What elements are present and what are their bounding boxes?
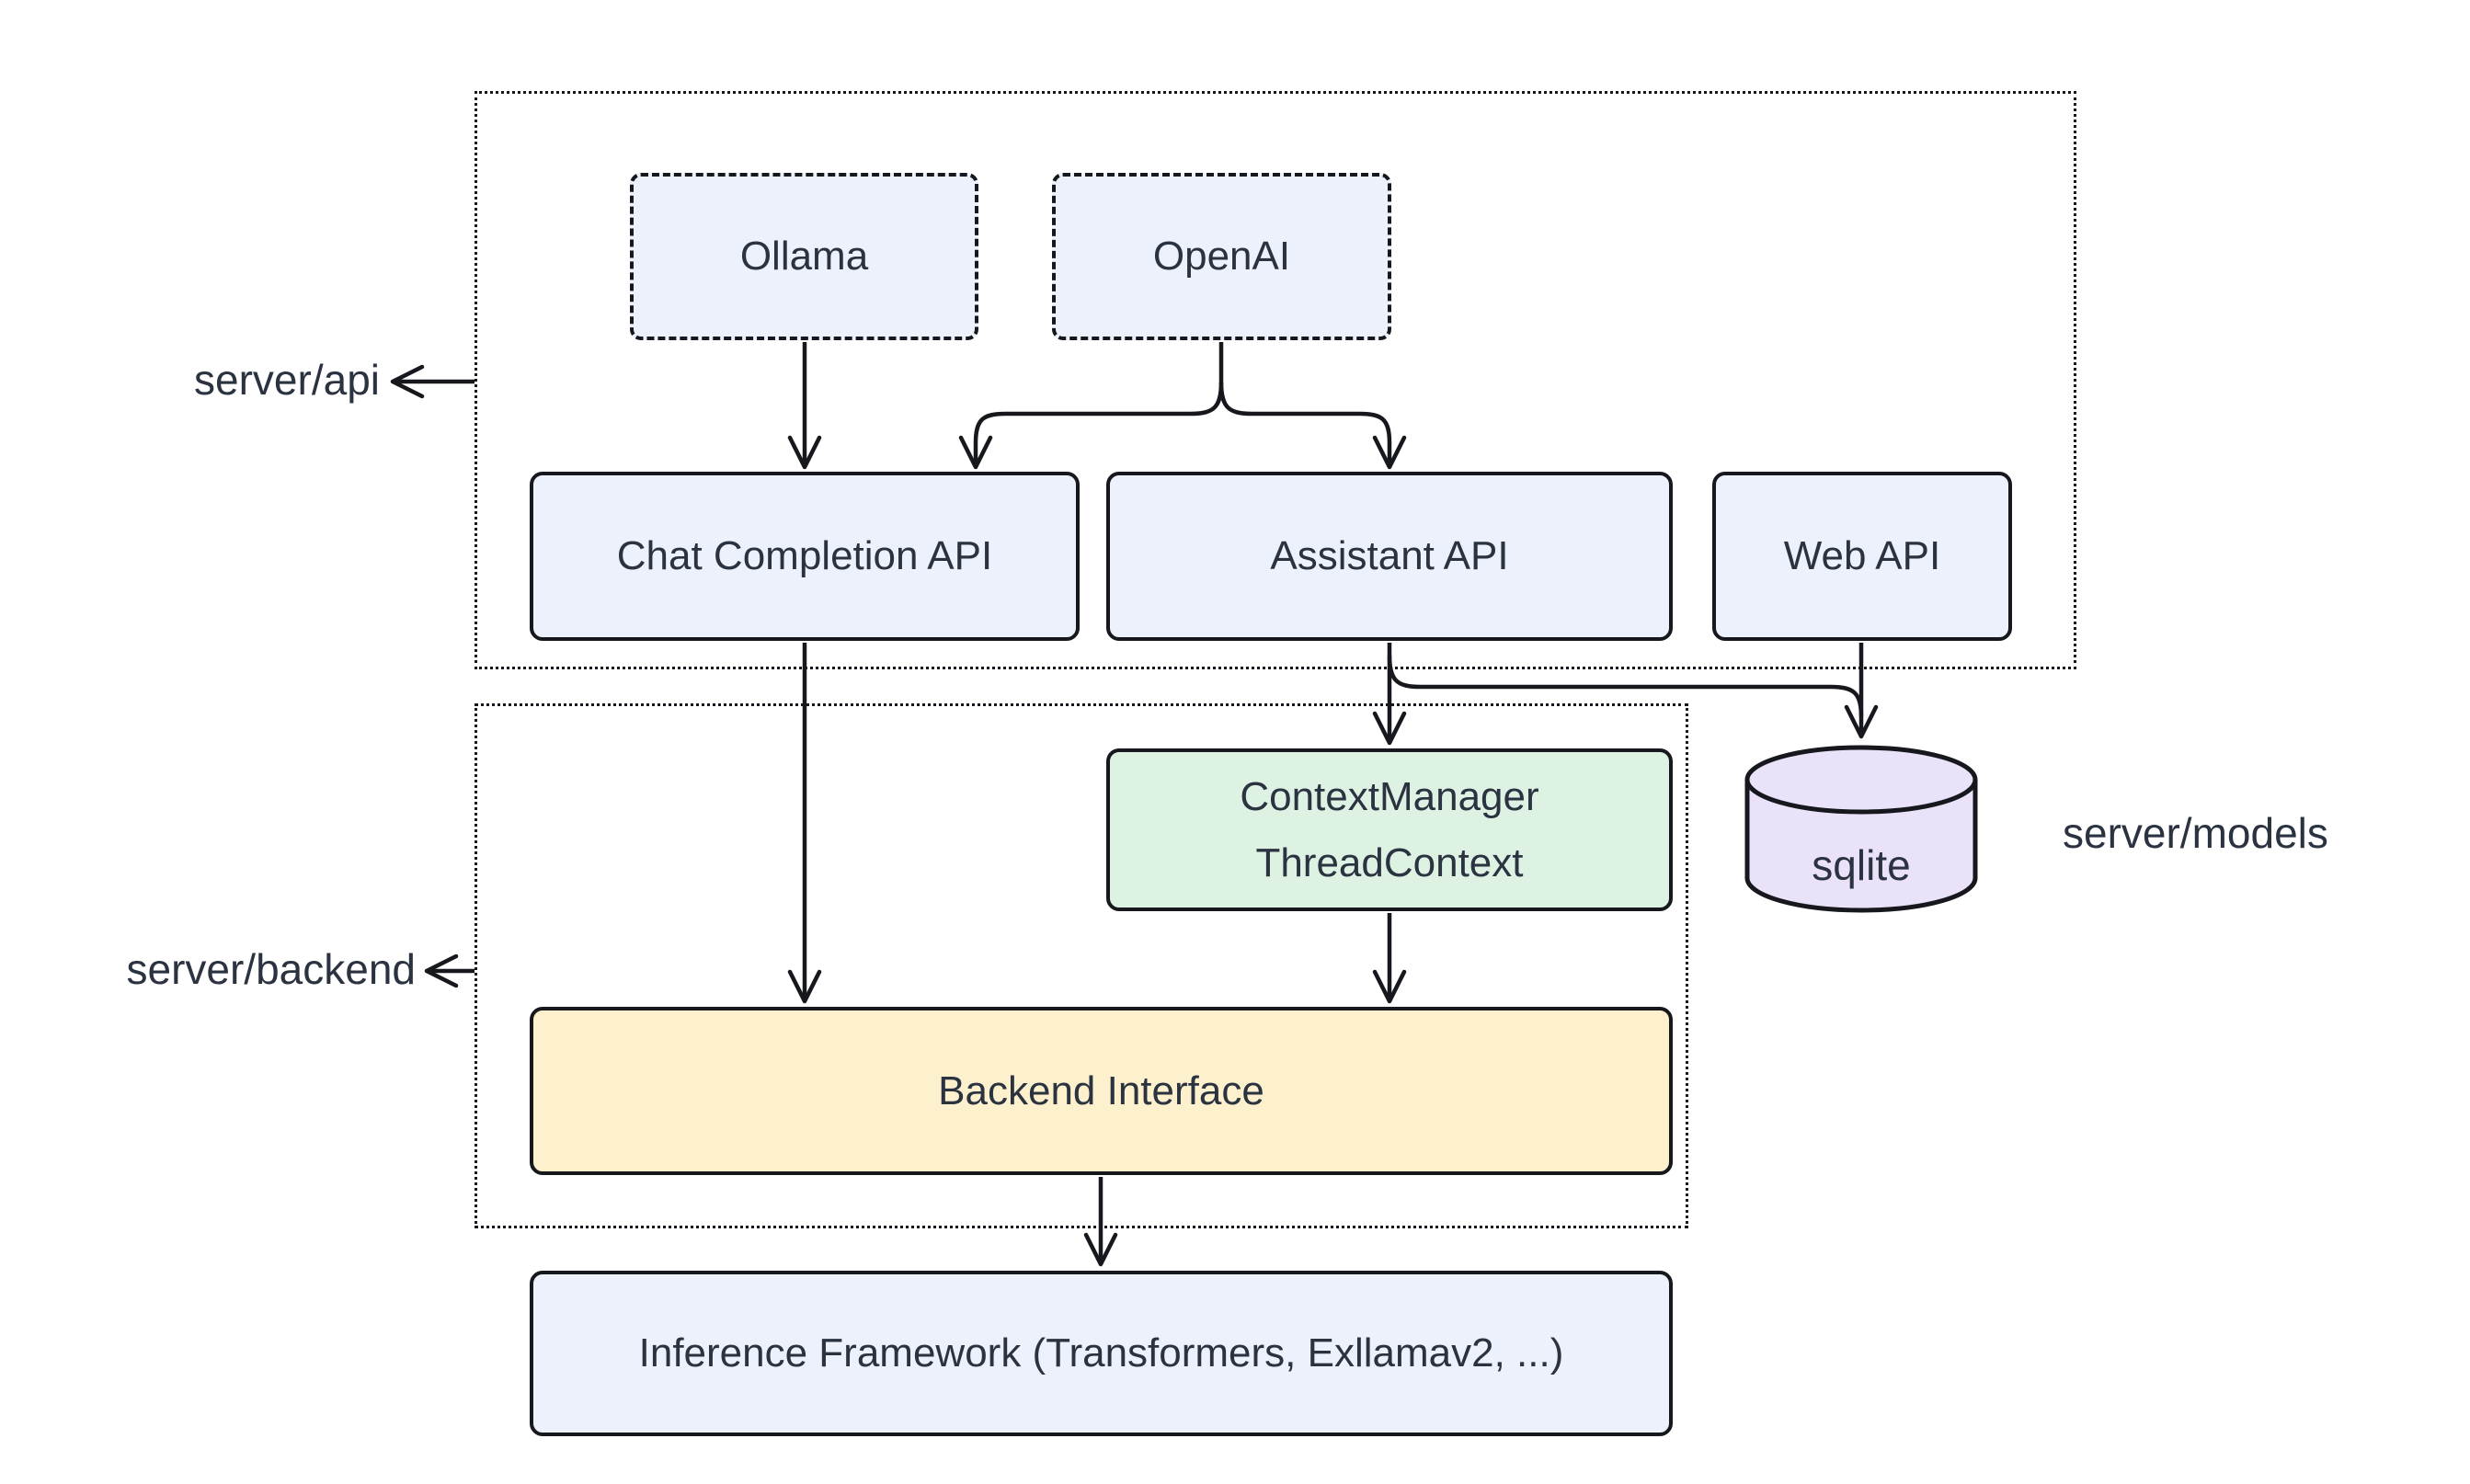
node-sqlite-label: sqlite <box>1812 840 1911 889</box>
node-inference-framework: Inference Framework (Transformers, Exlla… <box>530 1271 1673 1436</box>
node-web-api: Web API <box>1712 472 2012 641</box>
edge-openai-to-chat-completion <box>958 382 1224 470</box>
node-inference-framework-label: Inference Framework (Transformers, Exlla… <box>638 1330 1564 1376</box>
label-server-backend: server/backend <box>126 945 417 993</box>
node-web-api-label: Web API <box>1783 533 1941 579</box>
node-backend-interface-label: Backend Interface <box>938 1067 1264 1113</box>
node-context-manager-line1: ContextManager <box>1240 774 1539 820</box>
node-chat-completion-api-label: Chat Completion API <box>616 533 993 579</box>
node-ollama: Ollama <box>630 173 978 340</box>
label-server-models: server/models <box>2063 809 2328 857</box>
database-cylinder-icon <box>1744 745 1978 913</box>
node-sqlite-database: sqlite <box>1743 743 1980 915</box>
edge-assistant-to-sqlite-branch <box>1387 655 1864 717</box>
node-assistant-api-label: Assistant API <box>1270 533 1509 579</box>
node-openai: OpenAI <box>1052 173 1391 340</box>
node-context-manager-line2: ThreadContext <box>1255 839 1524 885</box>
node-ollama-label: Ollama <box>739 234 869 280</box>
node-openai-label: OpenAI <box>1152 234 1291 280</box>
container-server-api <box>475 91 2076 669</box>
container-server-backend <box>475 703 1688 1228</box>
node-context-manager: ContextManager ThreadContext <box>1106 748 1673 911</box>
node-backend-interface: Backend Interface <box>530 1007 1673 1175</box>
node-assistant-api: Assistant API <box>1106 472 1673 641</box>
label-server-api: server/api <box>194 356 380 404</box>
edge-openai-to-assistant <box>1218 382 1407 470</box>
node-chat-completion-api: Chat Completion API <box>530 472 1080 641</box>
